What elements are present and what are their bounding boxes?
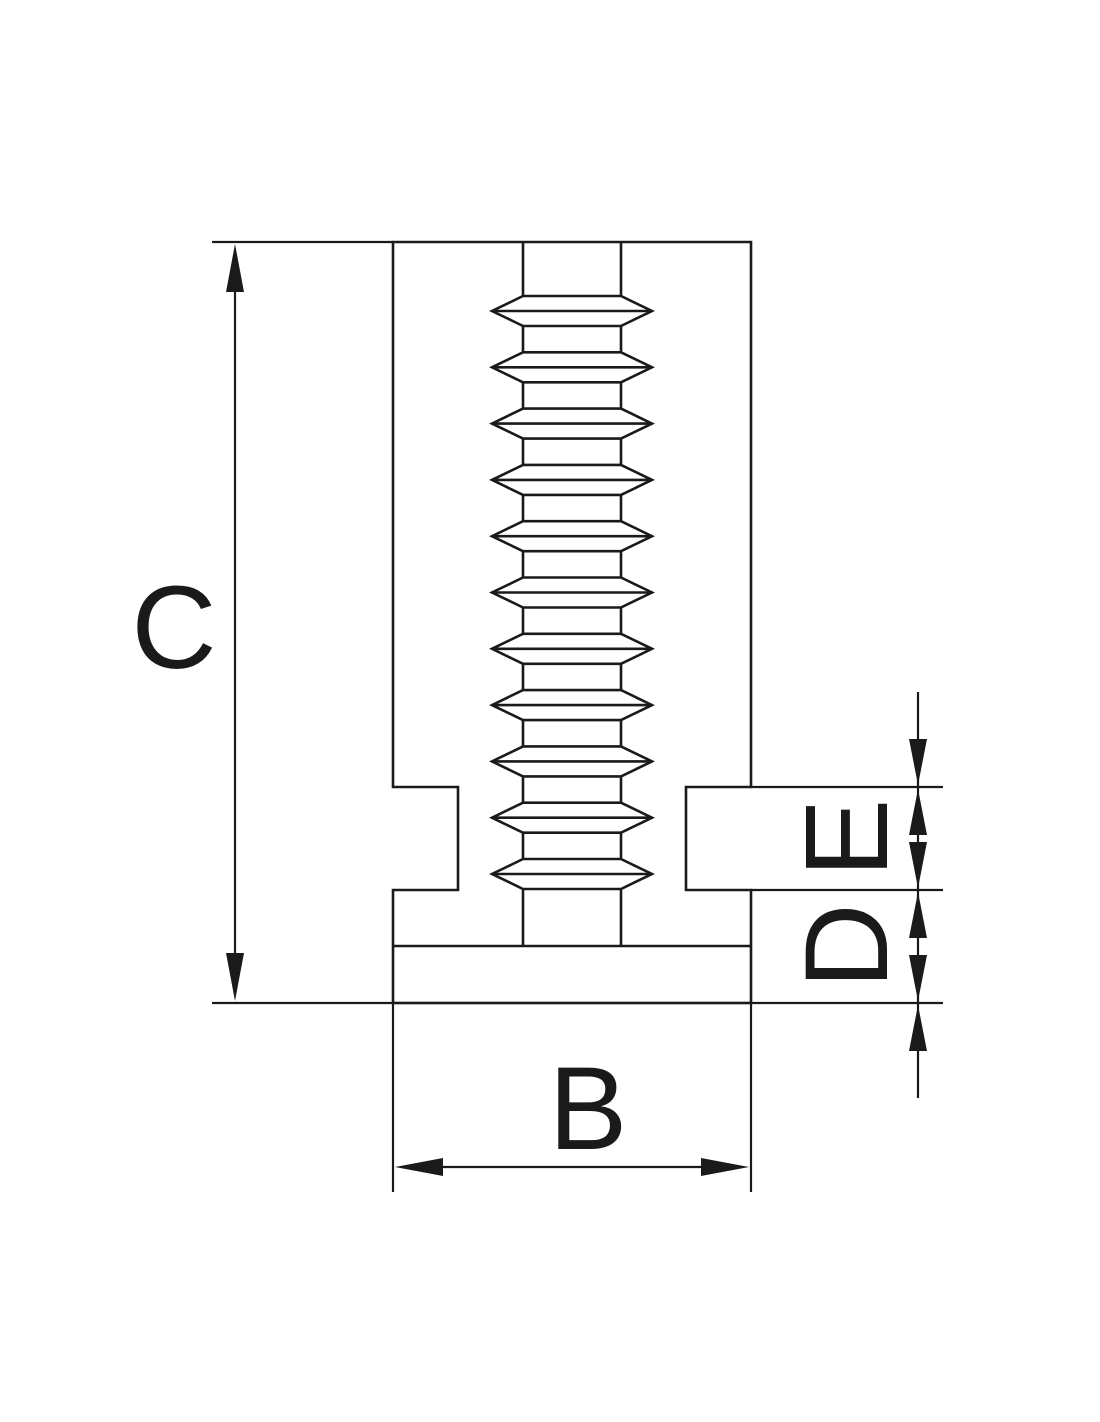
- dimension-b: B: [395, 1043, 749, 1176]
- dimension-c: C: [131, 244, 244, 1001]
- dimension-label-d: D: [781, 903, 913, 988]
- arrow-down-icon: [226, 953, 244, 1001]
- arrow-right-icon: [701, 1158, 749, 1176]
- arrow-down-icon: [909, 955, 927, 1001]
- arrow-down-icon: [909, 842, 927, 888]
- dimension-label-e: E: [781, 799, 913, 878]
- dimension-d: D: [781, 892, 927, 1051]
- arrow-left-icon: [395, 1158, 443, 1176]
- screw-thread: [489, 294, 655, 891]
- dimension-label-c: C: [131, 562, 216, 694]
- dimension-label-b: B: [549, 1043, 628, 1175]
- arrow-down-icon: [909, 739, 927, 785]
- arrow-up-icon: [909, 1005, 927, 1051]
- arrow-up-icon: [909, 789, 927, 835]
- arrow-up-icon: [226, 244, 244, 292]
- arrow-up-icon: [909, 892, 927, 938]
- dimension-e: E: [781, 692, 927, 1098]
